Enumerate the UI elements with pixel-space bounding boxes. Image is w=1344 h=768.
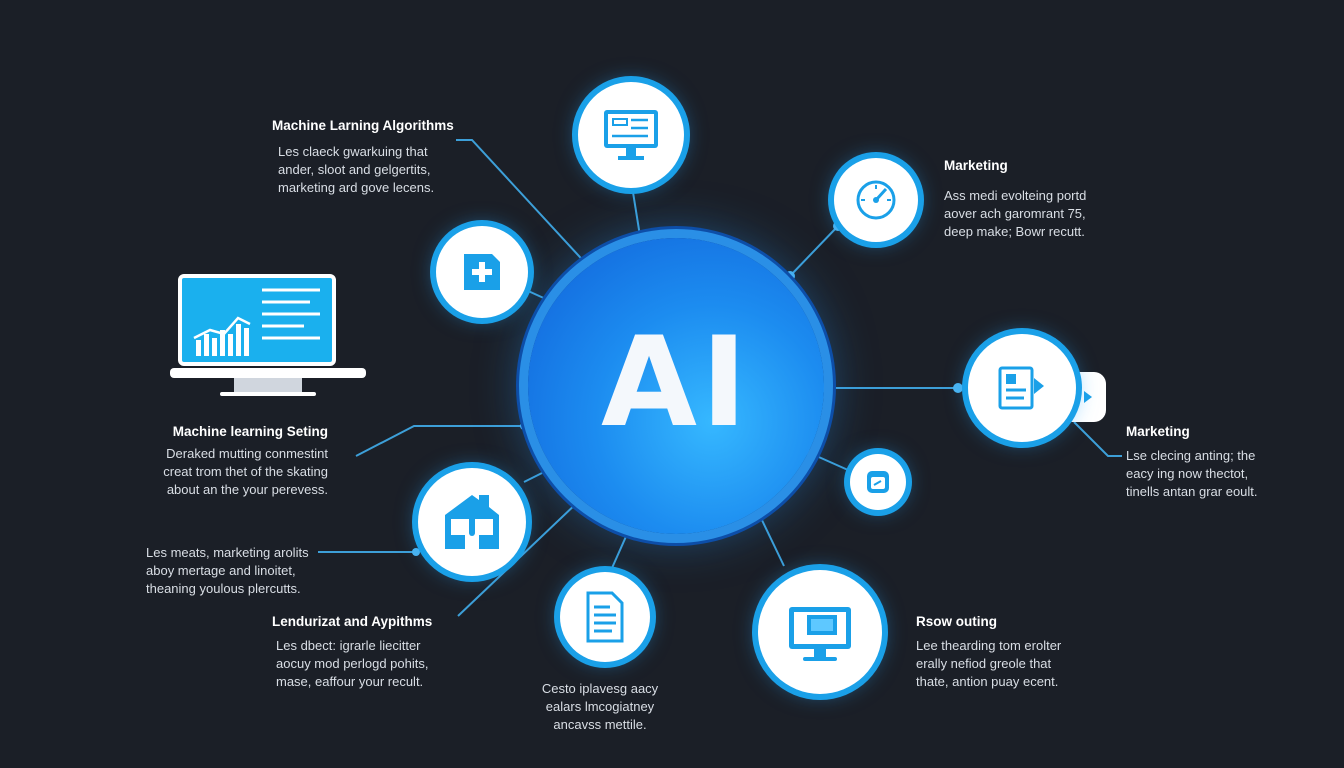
ai-hub: AI [528, 238, 824, 534]
label-line: about an the your perevess. [166, 482, 328, 497]
label-line: Les meats, marketing arolits [146, 545, 309, 560]
label-title: Machine Larning Algorithms [272, 118, 454, 133]
label-line: aboy mertage and linoitet, [146, 563, 296, 578]
label-line: ealars lmcogiatney [545, 699, 655, 714]
label-line: marketing ard gove lecens. [278, 180, 435, 195]
label-line: erally nefiod greole that [916, 656, 1052, 671]
label-line: theaning youlous plercutts. [146, 581, 301, 596]
monitor-dashboard-icon [604, 110, 658, 160]
plus-document-icon [464, 254, 500, 290]
node-right[interactable] [968, 334, 1076, 442]
label-line: eacy ing now thectot, [1126, 466, 1249, 481]
label-line: Cesto iplavesg aacy [541, 681, 659, 696]
label-bottom-center: Cesto iplavesg aacy ealars lmcogiatney a… [520, 680, 680, 734]
node-bottom-center[interactable] [560, 572, 650, 662]
label-line: ander, sloot and gelgertits, [278, 162, 431, 177]
label-ml-algorithms: Machine Larning Algorithms Les claeck gw… [272, 118, 454, 197]
label-line: creat trom thet of the skating [163, 464, 328, 479]
label-title: Marketing [1126, 424, 1190, 439]
label-marketing-right: Marketing Lse clecing anting; the eacy i… [1126, 424, 1258, 501]
label-line: Lse clecing anting; the [1126, 448, 1256, 463]
desktop-computer-icon [789, 607, 851, 661]
gauge-icon [856, 180, 896, 220]
node-upper-left[interactable] [436, 226, 528, 318]
laptop-chart-icon [170, 274, 366, 403]
label-line: deep make; Bowr recutt. [944, 224, 1085, 239]
label-row-outing: Rsow outing Lee thearding tom erolter er… [916, 614, 1061, 691]
label-title: Machine learning Seting [172, 424, 328, 439]
label-line: Lee thearding tom erolter [916, 638, 1062, 653]
label-line: ancavss mettile. [553, 717, 647, 732]
node-bottom-right[interactable] [758, 570, 882, 694]
label-line: tinells antan grar eoult. [1126, 484, 1258, 499]
document-icon [586, 591, 624, 643]
label-line: mase, eaffour your recult. [276, 674, 424, 689]
label-title: Marketing [944, 158, 1008, 173]
label-left-mid: Les meats, marketing arolits aboy mertag… [146, 544, 309, 598]
label-marketing-top: Marketing Ass medi evolteing portd aover… [944, 158, 1086, 241]
node-small-right[interactable] [850, 454, 906, 510]
label-lendurizat: Lendurizat and Aypithms Les dbect: igrar… [272, 614, 432, 691]
label-line: aocuy mod perlogd pohits, [276, 656, 429, 671]
label-line: Les claeck gwarkuing that [278, 144, 428, 159]
house-icon [445, 495, 499, 549]
document-arrow-icon [998, 366, 1044, 410]
label-line: Les dbect: igrarle liecitter [276, 638, 421, 653]
hub-label: AI [600, 311, 752, 455]
device-icon [867, 471, 889, 493]
label-line: Ass medi evolteing portd [944, 188, 1087, 203]
label-line: Deraked mutting conmestint [166, 446, 328, 461]
label-ml-setting: Machine learning Seting Deraked mutting … [140, 424, 328, 499]
label-line: thate, antion puay ecent. [916, 674, 1059, 689]
node-top[interactable] [578, 82, 684, 188]
label-title: Lendurizat and Aypithms [272, 614, 433, 629]
label-line: aover ach garomrant 75, [944, 206, 1086, 221]
label-title: Rsow outing [916, 614, 997, 629]
node-top-right[interactable] [834, 158, 918, 242]
node-left-bottom[interactable] [418, 468, 526, 576]
